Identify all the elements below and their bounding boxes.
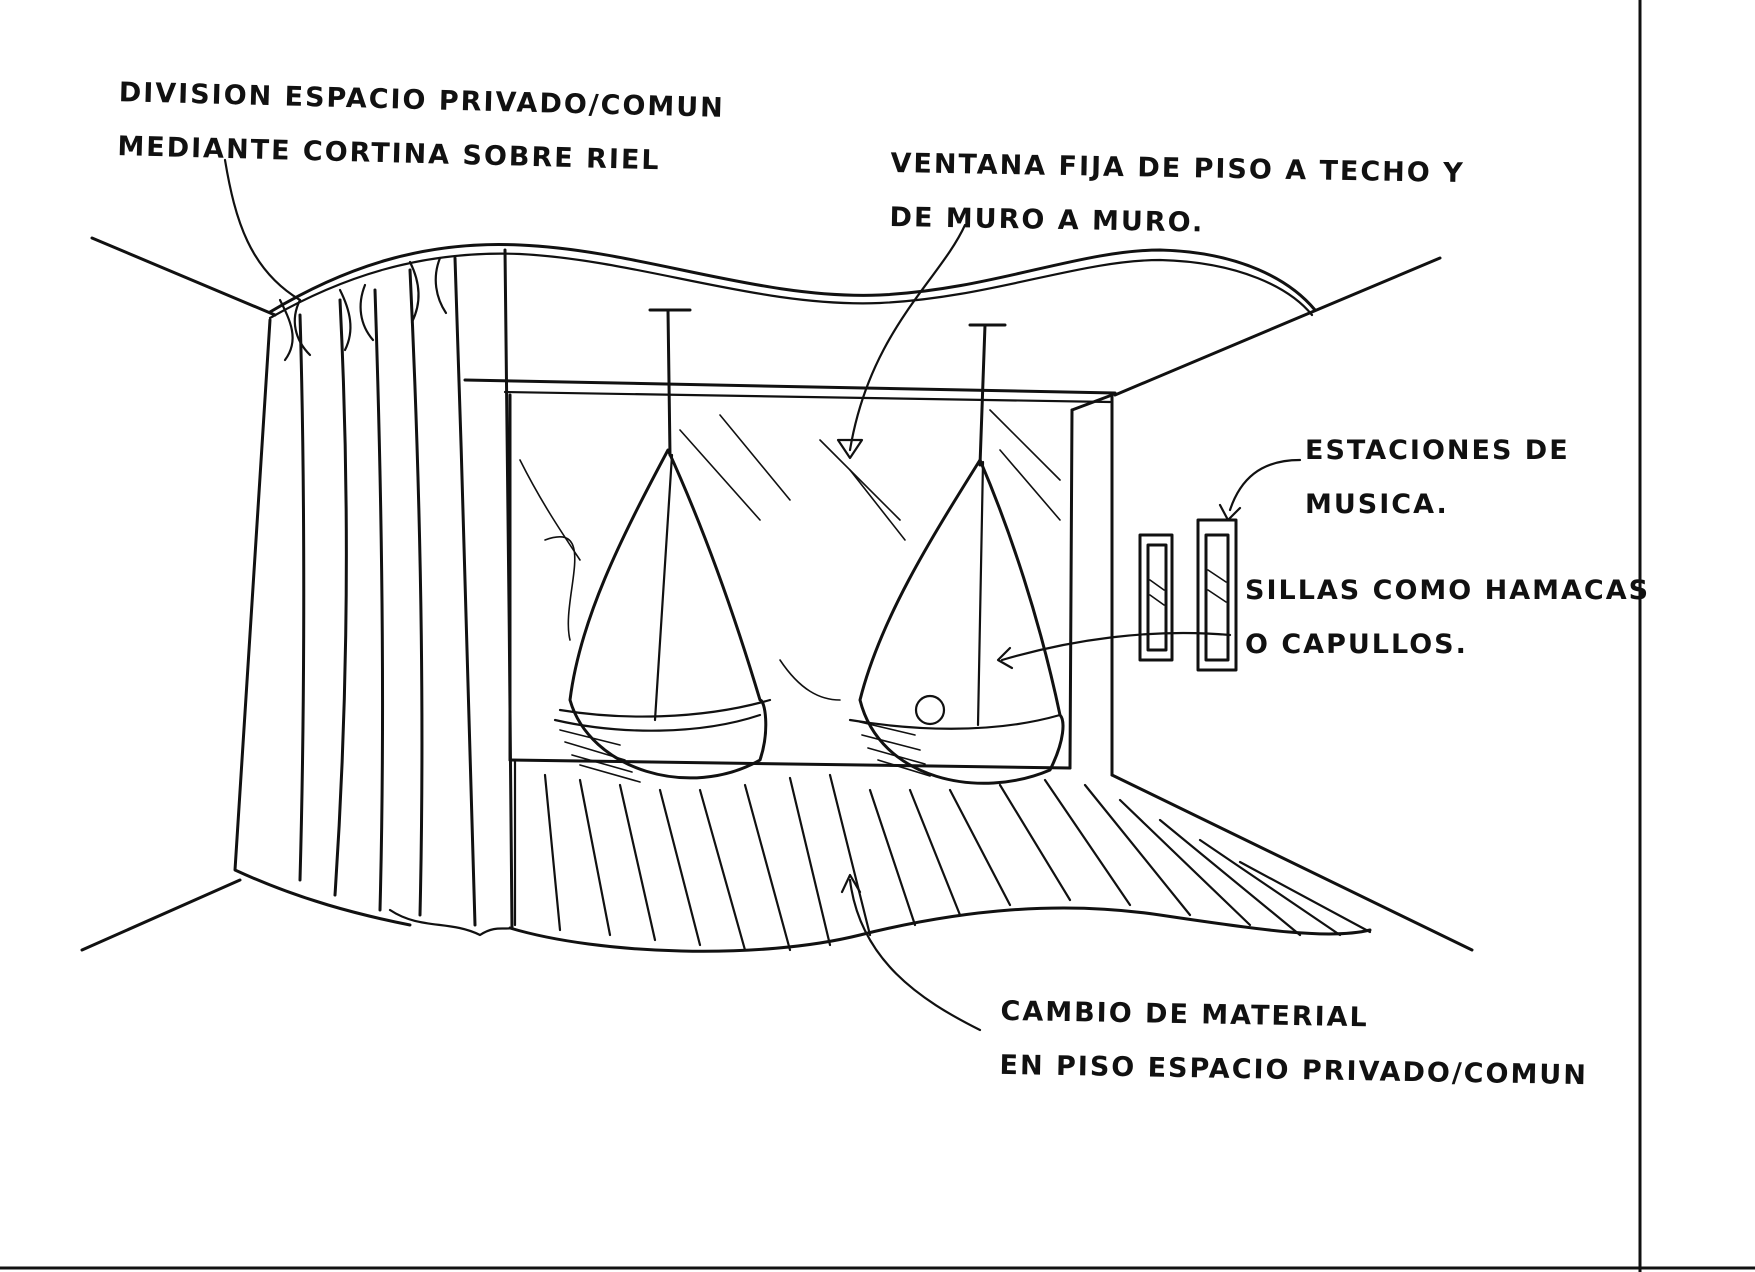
leader-floor (840, 873, 982, 1032)
floor-left-line (80, 878, 242, 952)
floor-right-line (1110, 773, 1474, 952)
annotation-music-line-2: musica. (1305, 489, 1449, 520)
annotation-chairs-line-2: o capullos. (1245, 629, 1468, 660)
ceiling-right-line (1113, 256, 1442, 397)
leader-window (836, 223, 967, 460)
annotation-chairs-line-1: Sillas como hamacas (1245, 575, 1651, 606)
ceiling-rail (268, 242, 1317, 320)
music-stations (1138, 518, 1238, 672)
hanging-chair-left (553, 308, 772, 783)
hanging-chair-right (848, 323, 1065, 785)
annotation-window-line-1: Ventana fija de piso a techo y (890, 147, 1465, 190)
annotation-floor: Cambio de material en piso espacio priva… (999, 985, 1589, 1103)
leader-music (1218, 458, 1302, 522)
floor-material-edge (508, 906, 1372, 953)
window-reflections (519, 409, 1061, 701)
floor-planks (513, 758, 1372, 952)
annotation-floor-line-2: en piso espacio privado/comun (999, 1049, 1589, 1092)
annotation-chairs: Sillas como hamacas o capullos. (1245, 564, 1650, 672)
window-frame (463, 378, 1117, 777)
ceiling-left-line (90, 236, 277, 317)
annotation-music: Estaciones de musica. (1305, 424, 1570, 532)
annotation-music-line-1: Estaciones de (1305, 435, 1570, 466)
curtain (233, 248, 514, 937)
annotation-window: Ventana fija de piso a techo y de muro a… (889, 137, 1465, 255)
annotation-curtain: Division espacio privado/comun mediante … (117, 66, 726, 190)
leader-curtain (223, 158, 302, 302)
annotation-window-line-2: de muro a muro. (889, 201, 1205, 239)
leader-chairs (996, 631, 1232, 670)
